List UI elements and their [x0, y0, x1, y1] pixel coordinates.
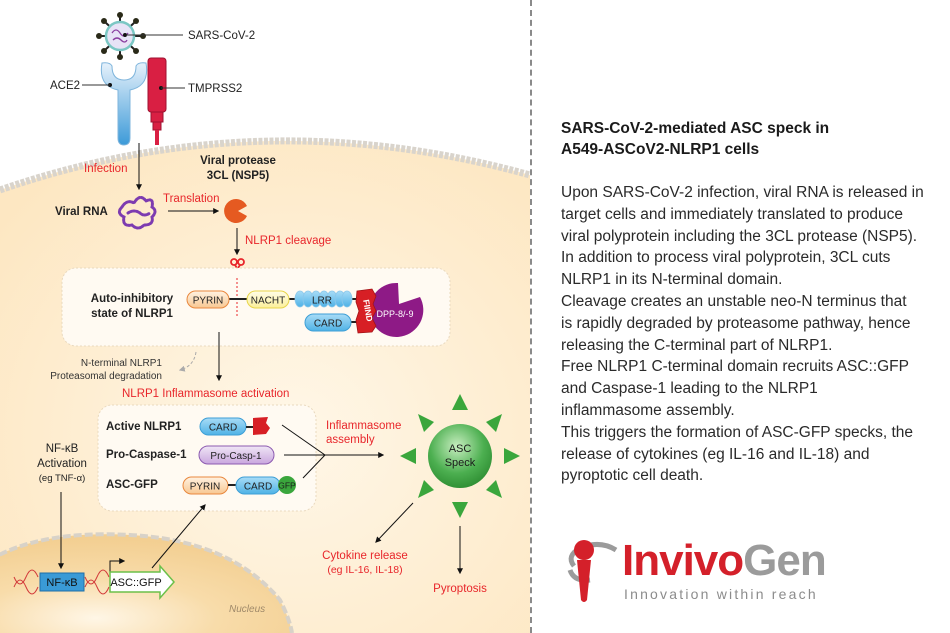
active-nlrp1-label: Active NLRP1 — [106, 421, 182, 433]
asc-speck-icon — [400, 394, 520, 518]
nfkb-box: NF-κB — [39, 572, 85, 592]
degradation-label-2: Proteasomal degradation — [50, 371, 162, 382]
pro-caspase-label: Pro-Caspase-1 — [106, 449, 187, 461]
body-line: Cleavage creates an unstable neo-N termi… — [561, 292, 907, 310]
title-line: SARS-CoV-2-mediated ASC speck in — [561, 120, 830, 137]
nacht-domain: NACHT — [246, 290, 290, 309]
logo-word-part1: Invivo — [622, 536, 744, 585]
nfkb-activation-label-2: Activation — [37, 458, 87, 470]
activation-title: NLRP1 Inflammasome activation — [122, 388, 289, 400]
title-line: A549-ASCoV2-NLRP1 cells — [561, 141, 760, 158]
asc-gfp-construct: PYRIN CARD GFP — [182, 476, 296, 495]
svg-text:FIIND: FIIND — [361, 299, 375, 323]
description-title: SARS-CoV-2-mediated ASC speck in A549-AS… — [561, 118, 941, 160]
svg-text:CARD: CARD — [244, 482, 272, 493]
svg-text:CARD: CARD — [209, 423, 237, 434]
ace2-label: ACE2 — [50, 80, 80, 92]
body-line: Upon SARS-CoV-2 infection, viral RNA is … — [561, 184, 924, 201]
body-line: NLRP1 in its N-terminal domain. — [561, 271, 783, 289]
asc-gfp-reporter-gene: ASC::GFP — [109, 564, 175, 600]
cytokine-label: Cytokine release — [322, 550, 408, 562]
viral-protease-label: Viral protease — [200, 155, 276, 167]
pyroptosis-label: Pyroptosis — [433, 583, 487, 595]
svg-text:ASC::GFP: ASC::GFP — [110, 577, 161, 589]
body-line: Free NLRP1 C-terminal domain recruits AS… — [561, 358, 909, 376]
svg-text:Pro-Casp-1: Pro-Casp-1 — [210, 451, 262, 462]
body-line: target cells and immediately translated … — [561, 205, 904, 223]
viral-rna-label: Viral RNA — [55, 206, 108, 218]
speck-label-2: Speck — [445, 457, 476, 469]
degradation-label: N-terminal NLRP1 — [81, 358, 163, 369]
body-line: release of cytokines (eg IL-16 and IL-18… — [561, 445, 870, 463]
degradation-arrow — [178, 351, 197, 372]
body-line: is rapidly degraded by proteasome pathwa… — [561, 314, 911, 332]
sars-cov-2-virus-icon — [96, 12, 146, 60]
logo-wordmark: InvivoGen — [622, 536, 827, 586]
translation-label: Translation — [163, 193, 219, 205]
body-line: viral polyprotein including the 3CL prot… — [561, 227, 918, 245]
body-line: This triggers the formation of ASC-GFP s… — [561, 423, 914, 441]
description-body: Upon SARS-CoV-2 infection, viral RNA is … — [561, 182, 941, 487]
body-line: inflammasome assembly. — [561, 401, 735, 419]
3cl-protease-icon — [224, 199, 247, 223]
svg-text:CARD: CARD — [314, 319, 342, 330]
svg-text:LRR: LRR — [312, 296, 332, 307]
lrr-domain: LRR — [294, 290, 353, 308]
autoinhibitory-label-2: state of NLRP1 — [91, 308, 173, 320]
pro-casp-1-domain: Pro-Casp-1 — [198, 445, 275, 465]
svg-text:GFP: GFP — [278, 481, 296, 491]
body-line: and Caspase-1 leading to the NLRP1 — [561, 380, 818, 398]
svg-text:NF-κB: NF-κB — [46, 577, 77, 589]
expression-arrow — [151, 504, 206, 569]
cleavage-label: NLRP1 cleavage — [245, 235, 331, 247]
svg-text:PYRIN: PYRIN — [193, 296, 224, 307]
body-line: releasing the C-terminal part of NLRP1. — [561, 336, 833, 354]
nfkb-activation-label: NF-κB — [46, 443, 79, 455]
transcription-start-arrow — [109, 558, 126, 573]
pyrin-domain: PYRIN — [186, 290, 230, 309]
svg-text:NACHT: NACHT — [251, 296, 285, 307]
logo-tagline: Innovation within reach — [624, 586, 818, 602]
body-line: In addition to process viral polyprotein… — [561, 249, 891, 267]
body-line: pyroptotic cell death. — [561, 467, 704, 485]
description-panel: SARS-CoV-2-mediated ASC speck in A549-AS… — [561, 118, 941, 487]
ace2-receptor-icon — [100, 62, 148, 146]
speck-label: ASC — [449, 443, 472, 455]
fiind-domain: FIIND — [355, 288, 377, 334]
dpp-label: DPP-8/-9 — [376, 309, 413, 319]
dna-icon — [13, 569, 110, 595]
virus-label: SARS-CoV-2 — [188, 30, 255, 42]
infection-label: Infection — [84, 163, 127, 175]
nfkb-activation-label-3: (eg TNF-α) — [39, 473, 85, 484]
cytokine-label-2: (eg IL-16, IL-18) — [327, 564, 402, 576]
dpp-8-9-icon — [369, 282, 424, 337]
tmprss2-label: TMPRSS2 — [188, 83, 242, 95]
invivogen-logo: InvivoGen Innovation within reach — [560, 530, 827, 610]
logo-mark-icon — [567, 540, 618, 602]
card-domain: CARD — [304, 313, 352, 332]
cytokine-arrow — [375, 502, 414, 543]
svg-text:PYRIN: PYRIN — [190, 482, 221, 493]
nuclear-envelope — [0, 532, 294, 633]
assembly-label-2: assembly — [326, 434, 375, 446]
viral-rna-icon — [117, 196, 157, 230]
logo-word-part2: Gen — [743, 536, 827, 585]
active-nlrp1-card: CARD — [199, 417, 270, 436]
autoinhibitory-label: Auto-inhibitory — [91, 293, 174, 305]
assembly-label: Inflammasome — [326, 420, 401, 432]
viral-protease-label-2: 3CL (NSP5) — [207, 170, 270, 182]
panel-divider — [530, 0, 532, 633]
tmprss2-protease-icon — [147, 57, 167, 145]
nucleus-label: Nucleus — [229, 604, 265, 615]
asc-gfp-label: ASC-GFP — [106, 479, 158, 491]
